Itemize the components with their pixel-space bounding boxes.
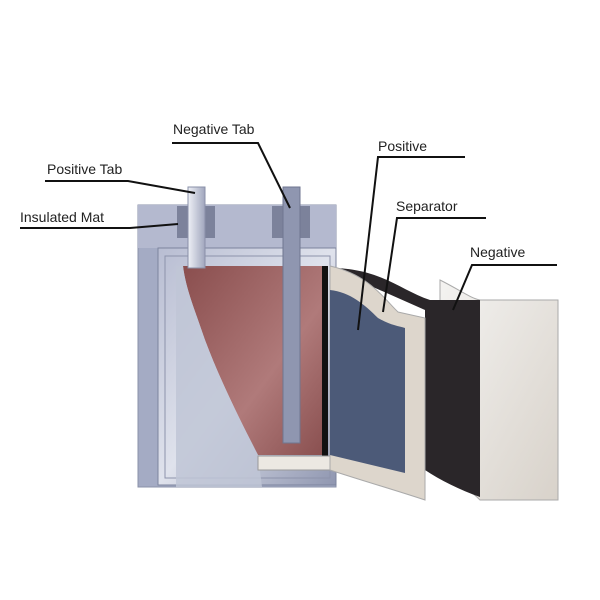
positive-tab <box>187 186 206 269</box>
leader-lines <box>20 142 557 331</box>
label-positive-tab: Positive Tab <box>47 161 122 177</box>
label-positive: Positive <box>378 138 427 154</box>
negative-tab <box>282 186 301 444</box>
negative-sheet <box>330 268 480 497</box>
bottom-strip <box>257 455 331 471</box>
label-negative: Negative <box>470 244 525 260</box>
label-separator: Separator <box>396 198 458 214</box>
positive-sheet <box>330 290 405 473</box>
case-curve <box>176 266 262 487</box>
label-insulated-mat: Insulated Mat <box>20 209 104 225</box>
label-negative-tab: Negative Tab <box>173 121 255 137</box>
